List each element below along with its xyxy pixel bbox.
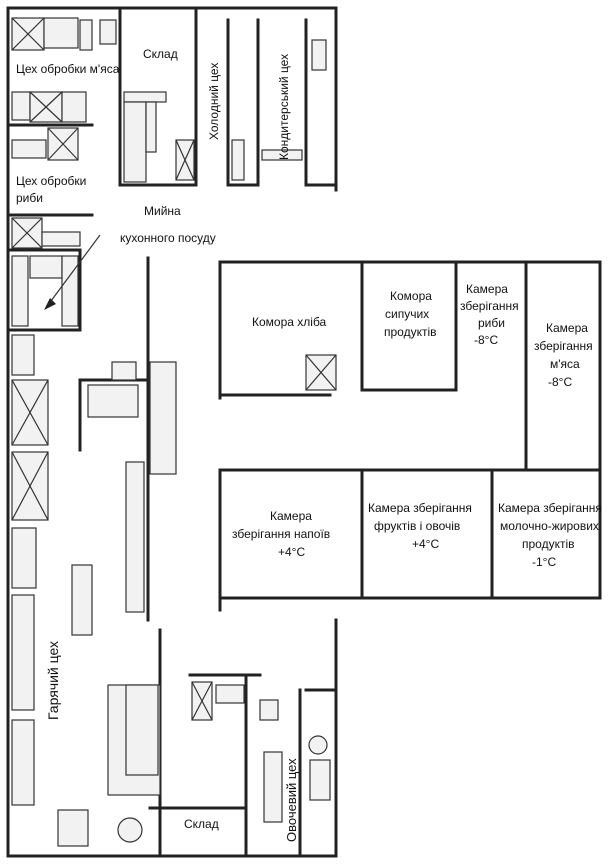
label-fish-cold: Камера (466, 282, 508, 296)
label-meat-cold-3: м'яса (550, 357, 580, 371)
label-veg-shop: Овочевий цех (284, 758, 299, 842)
storage-wing-walls (218, 260, 602, 612)
label-fruit-cold: Камера зберігання (368, 501, 472, 515)
label-bulk-room: Комора (390, 289, 432, 303)
exterior-walls (6, 6, 338, 858)
label-bulk-room-3: продуктів (384, 325, 437, 339)
label-meat-shop: Цех обробки м'яса (16, 62, 120, 76)
label-fish-cold-2: зберігання (460, 299, 519, 313)
dish-wash-arrow (44, 234, 101, 310)
label-meat-cold: Камера (546, 321, 588, 335)
label-drinks-cold-2: зберігання напоїв (232, 527, 330, 541)
label-cold-shop: Холодний цех (207, 63, 221, 140)
label-fish-cold-3: риби (478, 316, 505, 330)
label-bread-room: Комора хліба (252, 315, 327, 329)
label-fruit-cold-2: фруктів і овочів (374, 519, 460, 533)
label-dish-wash: Мийна (144, 204, 181, 218)
label-drinks-cold-3: +4°C (278, 545, 305, 559)
label-dairy-cold: Камера зберігання (498, 501, 602, 515)
label-storage-top: Склад (143, 47, 178, 61)
label-dairy-cold-3: продуктів (522, 537, 575, 551)
label-dish-wash-2: кухонного посуду (120, 231, 216, 245)
top-equipment (11, 17, 327, 327)
label-drinks-cold: Камера (270, 509, 312, 523)
label-hot-shop: Гарячий цех (45, 641, 61, 720)
label-storage-bottom: Склад (184, 817, 219, 831)
hot-shop-walls (78, 256, 338, 858)
label-fish-shop: Цех обробки (16, 174, 86, 188)
label-dairy-cold-2: молочно-жирових (500, 519, 599, 533)
label-fish-shop-2: риби (16, 191, 43, 205)
label-fruit-cold-3: +4°C (412, 537, 439, 551)
label-dairy-cold-4: -1°C (532, 555, 556, 569)
label-bulk-room-2: сипучих (385, 307, 429, 321)
room-labels: Цех обробки м'яса Склад Холодний цех Кон… (16, 47, 602, 842)
label-meat-cold-4: -8°C (548, 375, 572, 389)
hot-shop-equipment (11, 334, 331, 847)
top-row-walls (6, 6, 338, 332)
label-meat-cold-2: зберігання (534, 339, 593, 353)
label-fish-cold-4: -8°C (474, 333, 498, 347)
label-confectionery-shop: Кондитерський цех (277, 54, 291, 160)
